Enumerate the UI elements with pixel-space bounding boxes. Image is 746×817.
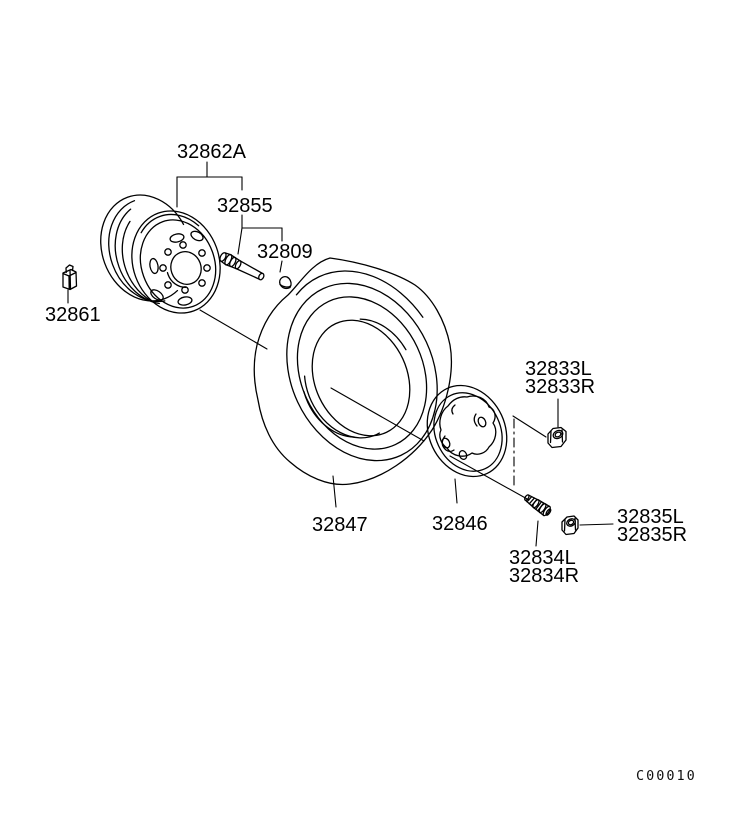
drawing-code: C00010 — [636, 768, 697, 784]
part-labels: 32862A 32855 32809 32861 32847 32846 328… — [45, 141, 687, 587]
flange-nut-drawing — [547, 426, 567, 449]
rim-vent-slots — [149, 230, 204, 306]
tire-bead-hole — [311, 319, 411, 437]
balance-weight-drawing — [62, 264, 78, 291]
tire-drawing — [253, 257, 453, 486]
wheel-cap-outline — [426, 384, 508, 478]
part-label-32833r[interactable]: 32833R — [525, 376, 595, 398]
part-label-32835l[interactable]: 32835L — [617, 506, 684, 528]
valve-drawing — [219, 252, 265, 281]
part-label-32834r[interactable]: 32834R — [509, 565, 579, 587]
hex-nut-drawing — [561, 515, 579, 536]
stud-bolt-drawing — [524, 494, 552, 517]
part-label-32846[interactable]: 32846 — [432, 513, 488, 535]
assembly-line-rim-tire — [199, 309, 268, 350]
part-label-32834l[interactable]: 32834L — [509, 547, 576, 569]
rim-bolt-holes — [159, 241, 211, 294]
leader-32847 — [332, 475, 337, 508]
part-label-32835r[interactable]: 32835R — [617, 524, 687, 546]
assembly-line-axis-a — [330, 387, 425, 442]
valve-cap-drawing — [279, 276, 292, 290]
leader-32846 — [454, 478, 458, 504]
part-label-32847[interactable]: 32847 — [312, 514, 368, 536]
assembly-line-axis-b — [449, 455, 530, 501]
leader-32835 — [579, 523, 614, 526]
leader-nut-axis — [512, 415, 547, 438]
leader-32834 — [535, 520, 539, 547]
leader-lines — [67, 161, 614, 547]
part-label-32833l[interactable]: 32833L — [525, 358, 592, 380]
part-label-32809[interactable]: 32809 — [257, 241, 313, 263]
rim-face-outline — [131, 210, 221, 314]
part-label-32855[interactable]: 32855 — [217, 195, 273, 217]
rim-barrel-outline — [100, 194, 192, 302]
wheel-cap-drawing — [426, 384, 508, 478]
part-label-32862a[interactable]: 32862A — [177, 141, 247, 163]
part-label-32861[interactable]: 32861 — [45, 304, 101, 326]
wheel-rim-drawing — [100, 194, 221, 314]
leader-32809 — [279, 260, 283, 273]
rim-center-hole — [170, 251, 202, 285]
tire-outline — [253, 257, 453, 486]
